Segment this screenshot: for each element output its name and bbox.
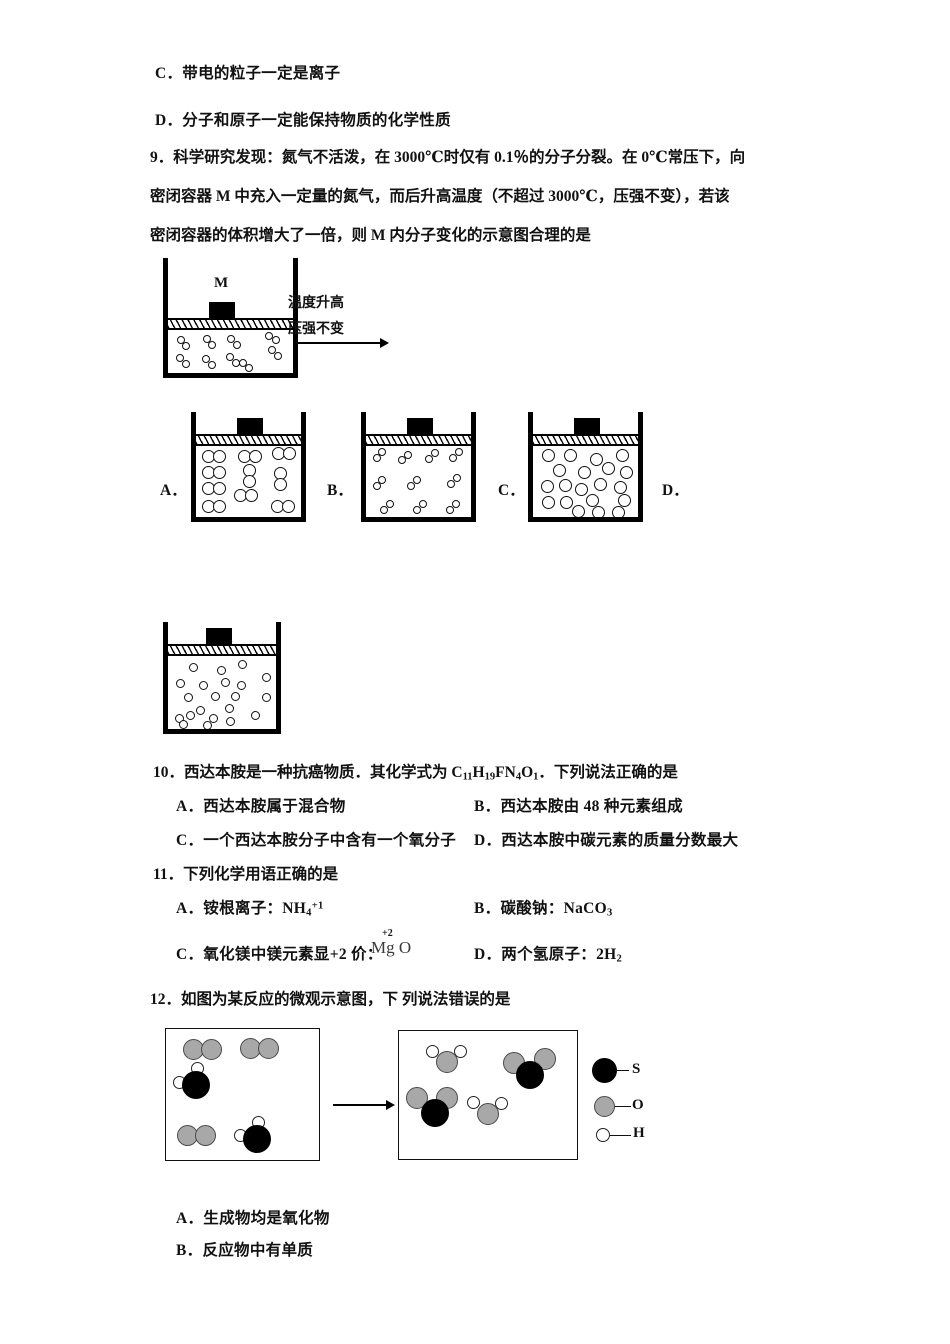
q9-stem-line-1: 9．科学研究发现：氮气不活泼，在 3000℃时仅有 0.1％的分子分裂。在 0℃… [150, 149, 746, 166]
oxygen-atom [477, 1103, 499, 1125]
piston-knob [237, 418, 263, 435]
q9-main-vessel [163, 258, 298, 378]
oxygen-atom [195, 1125, 216, 1146]
q11-mgo-superscript: +2 [382, 928, 393, 939]
hydrogen-atom [454, 1045, 467, 1058]
q12-option-b: B．反应物中有单质 [176, 1242, 314, 1259]
q9-option-c-vessel [528, 412, 643, 522]
q10-option-d: D．西达本胺中碳元素的质量分数最大 [474, 832, 739, 849]
q10-stem-prefix: 10．西达本胺是一种抗癌物质．其化学式为 [153, 764, 452, 781]
vessel-piston [168, 318, 293, 330]
vessel-floor [163, 729, 281, 734]
q9-stem-line-3: 密闭容器的体积增大了一倍，则 M 内分子变化的示意图合理的是 [150, 227, 591, 244]
q12-arrow-head [386, 1100, 395, 1110]
q9-arrow-head [380, 338, 389, 348]
oxygen-atom [258, 1038, 279, 1059]
q10-option-b: B．西达本胺由 48 种元素组成 [474, 798, 683, 815]
hydrogen-atom [426, 1045, 439, 1058]
oxygen-atom [436, 1051, 458, 1073]
q9-option-d-vessel [163, 622, 281, 734]
q8-option-d: D．分子和原子一定能保持物质的化学性质 [155, 112, 451, 129]
legend-label-h: H [633, 1125, 645, 1141]
vessel-piston [533, 434, 638, 446]
sulfur-atom [516, 1061, 544, 1089]
sulfur-atom-swatch [592, 1058, 617, 1083]
q9-arrow-caption-2: 压强不变 [288, 322, 344, 337]
vessel-gas-region [534, 444, 637, 517]
q9-option-label-c: C． [498, 482, 525, 499]
piston-knob [206, 628, 232, 645]
oxygen-atom [406, 1087, 428, 1109]
piston-knob [407, 418, 433, 435]
hydrogen-atom-swatch [596, 1128, 610, 1142]
q12-reactants-box [165, 1028, 320, 1161]
hydrogen-atom [467, 1096, 480, 1109]
q9-option-label-a: A． [160, 482, 187, 499]
vessel-floor [163, 373, 298, 378]
hydrogen-atom [495, 1097, 508, 1110]
vessel-wall-right [293, 258, 298, 378]
q9-option-b-vessel [361, 412, 476, 522]
q10-option-c: C．一个西达本胺分子中含有一个氧分子 [176, 832, 457, 849]
vessel-piston [196, 434, 301, 446]
q8-option-c: C．带电的粒子一定是离子 [155, 65, 341, 82]
q9-option-a-vessel [191, 412, 306, 522]
vessel-wall-left [191, 412, 196, 522]
q9-option-label-b: B． [327, 482, 353, 499]
q12-products-box [398, 1030, 578, 1160]
vessel-wall-left [528, 412, 533, 522]
vessel-gas-region [169, 328, 292, 373]
q11-option-a: A．铵根离子：NH4+1 [176, 900, 324, 919]
q11-option-d: D．两个氢原子：2H2 [474, 946, 623, 965]
sulfur-atom [421, 1099, 449, 1127]
legend-connector [610, 1135, 631, 1137]
q9-option-label-d: D． [662, 482, 689, 499]
sulfur-atom [243, 1125, 271, 1153]
vessel-floor [191, 517, 306, 522]
piston-knob [574, 418, 600, 435]
q9-arrow-caption-1: 温度升高 [288, 296, 344, 311]
vessel-piston [366, 434, 471, 446]
vessel-wall-right [638, 412, 643, 522]
vessel-piston [168, 644, 276, 656]
q9-stem-line-2: 密闭容器 M 中充入一定量的氮气，而后升高温度（不超过 3000℃，压强不变），… [150, 188, 730, 205]
vessel-gas-region [197, 444, 300, 517]
q12-arrow-shaft [333, 1104, 388, 1106]
legend-label-o: O [632, 1097, 644, 1113]
vessel-gas-region [367, 444, 470, 517]
q9-vessel-label: M [214, 275, 229, 291]
vessel-wall-right [276, 622, 281, 734]
oxygen-atom-swatch [594, 1096, 615, 1117]
q12-stem: 12．如图为某反应的微观示意图，下 列说法错误的是 [150, 991, 511, 1008]
oxygen-atom [201, 1039, 222, 1060]
vessel-wall-left [163, 622, 168, 734]
q10-formula: C11H19FN4O1 [451, 764, 539, 783]
vessel-gas-region [169, 654, 275, 729]
legend-connector [615, 1106, 631, 1108]
q10-option-a: A．西达本胺属于混合物 [176, 798, 346, 815]
legend-connector [617, 1070, 629, 1072]
legend-label-s: S [632, 1061, 641, 1077]
sulfur-atom [182, 1071, 210, 1099]
vessel-wall-right [471, 412, 476, 522]
vessel-floor [361, 517, 476, 522]
vessel-wall-left [361, 412, 366, 522]
q10-stem: 10．西达本胺是一种抗癌物质．其化学式为 C11H19FN4O1．下列说法正确的… [153, 760, 678, 783]
q12-option-a: A．生成物均是氧化物 [176, 1210, 330, 1227]
q11-mgo-formula: Mg O [371, 938, 412, 957]
vessel-wall-right [301, 412, 306, 522]
q9-arrow-shaft [296, 342, 382, 344]
q10-stem-suffix: ．下列说法正确的是 [538, 764, 678, 781]
vessel-floor [528, 517, 643, 522]
piston-knob [209, 302, 235, 319]
q11-option-c: C．氧化镁中镁元素显+2 价： [176, 946, 383, 963]
vessel-wall-left [163, 258, 168, 378]
q11-option-b: B．碳酸钠：NaCO3 [474, 900, 613, 919]
q11-stem: 11．下列化学用语正确的是 [153, 866, 339, 883]
